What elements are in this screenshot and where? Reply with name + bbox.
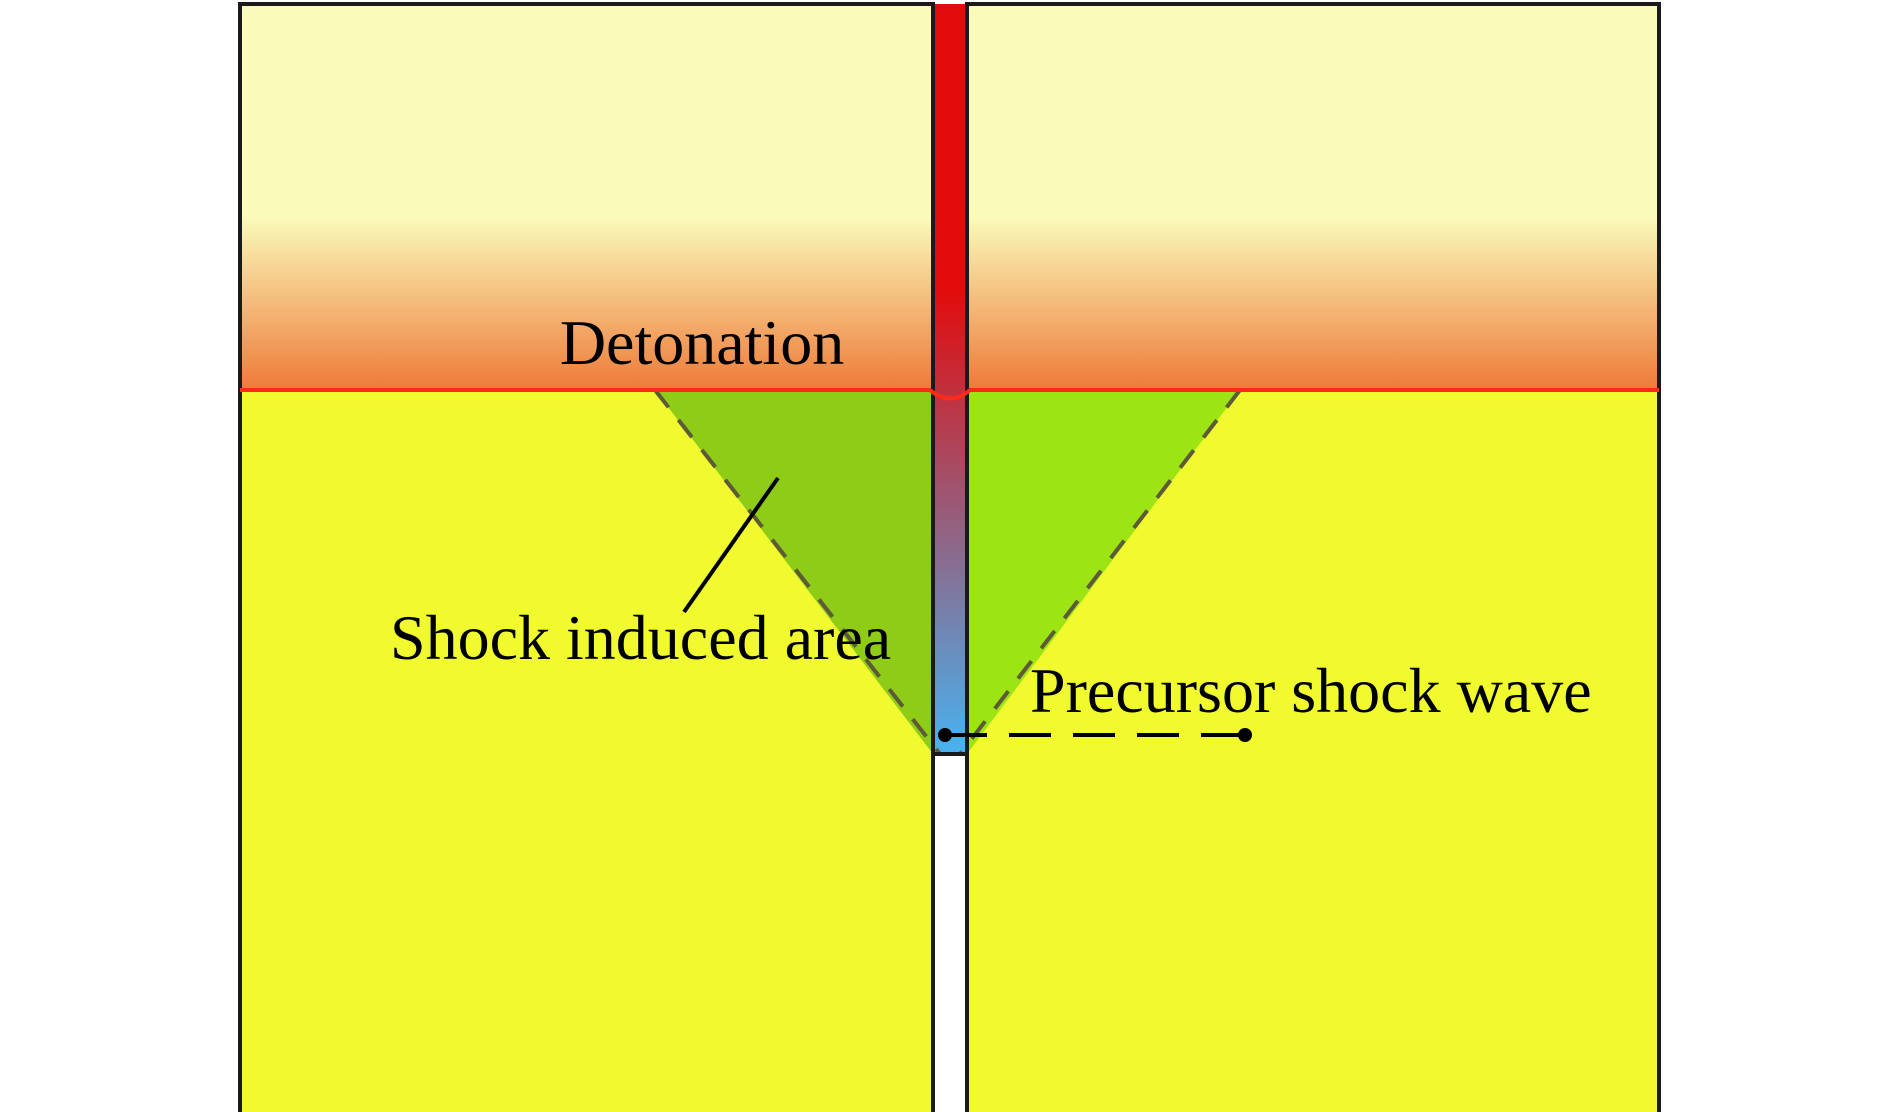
shock-induced-area-label: Shock induced area bbox=[390, 602, 891, 673]
detonation-label: Detonation bbox=[560, 307, 844, 378]
right-detonation-products bbox=[967, 4, 1659, 390]
channel-gap bbox=[933, 754, 967, 1112]
shock-induced-region-right bbox=[967, 390, 1240, 754]
channel-fill bbox=[933, 4, 967, 754]
detonation-front-line bbox=[240, 388, 1659, 401]
precursor-leader-end-dot bbox=[1238, 728, 1252, 742]
precursor-leader-start-dot bbox=[938, 728, 952, 742]
precursor-shock-wave-label: Precursor shock wave bbox=[1030, 655, 1592, 726]
block-outlines bbox=[238, 2, 1661, 1112]
shock-area-leader-line bbox=[682, 476, 780, 614]
left-detonation-products bbox=[240, 4, 933, 390]
